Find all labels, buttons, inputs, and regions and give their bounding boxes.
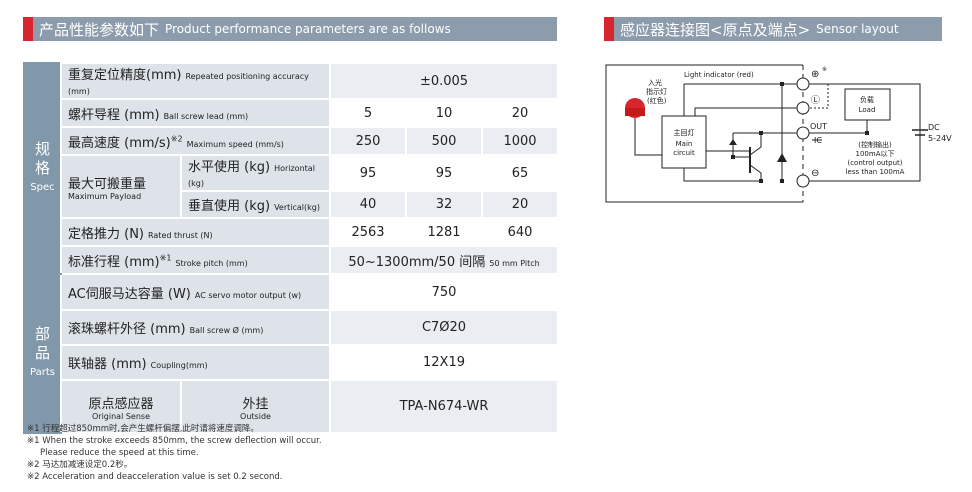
terminal-out bbox=[796, 126, 810, 140]
battery-icon bbox=[912, 129, 928, 136]
svg-text:circuit: circuit bbox=[673, 149, 695, 157]
footnote: ※2 马达加减速设定0.2秒。 bbox=[27, 460, 133, 470]
svg-text:less than 100mA: less than 100mA bbox=[846, 168, 905, 176]
accent-block bbox=[23, 17, 33, 41]
thrust-label: 定格推力 (N)Rated thrust (N) bbox=[59, 217, 332, 247]
svg-text:DC: DC bbox=[928, 123, 940, 132]
terminal-l bbox=[796, 101, 810, 115]
wire-l bbox=[694, 107, 803, 116]
speed-value: 1000 bbox=[481, 126, 560, 156]
speed-value: 250 bbox=[329, 126, 408, 156]
sensor-value: TPA-N674-WR bbox=[329, 379, 560, 434]
svg-text:指示灯: 指示灯 bbox=[646, 87, 667, 96]
screw-value: C7Ø20 bbox=[329, 309, 560, 346]
footnote: ※1 When the stroke exceeds 850mm, the sc… bbox=[27, 436, 322, 446]
table-row: 垂直使用 (kg)Vertical(kg) 40 32 20 bbox=[24, 190, 560, 219]
svg-text:5-24V: 5-24V bbox=[928, 134, 952, 143]
speed-value: 500 bbox=[405, 126, 484, 156]
header-title-cn: 感应器连接图<原点及端点> bbox=[620, 20, 811, 39]
vertical-value: 40 bbox=[329, 190, 408, 219]
horizontal-value: 95 bbox=[329, 154, 408, 192]
right-section-header: 感应器连接图<原点及端点> Sensor layout bbox=[604, 17, 942, 41]
terminal-minus bbox=[796, 174, 810, 188]
sensor-housing-outline bbox=[605, 64, 803, 203]
horizontal-label: 水平使用 (kg)Horizontal (kg) bbox=[179, 154, 332, 192]
wire-zener bbox=[732, 132, 761, 158]
load-box bbox=[844, 88, 891, 121]
svg-text:Load: Load bbox=[859, 106, 876, 114]
lead-value: 10 bbox=[405, 98, 484, 128]
screw-label: 滚珠螺杆外径 (mm)Ball screw Ø (mm) bbox=[59, 309, 332, 346]
svg-text:(控制输出): (控制输出) bbox=[858, 140, 892, 149]
accent-block bbox=[604, 17, 614, 41]
header-title-en: Sensor layout bbox=[816, 22, 899, 36]
accuracy-label: 重复定位精度(mm)Repeated positioning accuracy … bbox=[59, 62, 332, 100]
header-title-cn: 产品性能参数如下 bbox=[39, 20, 160, 39]
footnotes: ※1 行程超过850mm时,会产生螺杆偏摆,此时请将速度调降。 ※1 When … bbox=[27, 423, 322, 483]
svg-text:主回灯: 主回灯 bbox=[674, 128, 695, 137]
lead-value: 20 bbox=[481, 98, 560, 128]
footnote: Please reduce the speed at this time. bbox=[40, 448, 199, 458]
svg-text:※: ※ bbox=[822, 66, 827, 73]
svg-text:Ⓛ: Ⓛ bbox=[811, 95, 820, 106]
table-row: 联轴器 (mm)Coupling(mm) 12X19 bbox=[24, 344, 560, 381]
vertical-value: 32 bbox=[405, 190, 484, 219]
svg-text:入光: 入光 bbox=[648, 78, 662, 87]
vertical-value: 20 bbox=[481, 190, 560, 219]
lead-label: 螺杆导程 (mm)Ball screw lead (mm) bbox=[59, 98, 332, 128]
svg-text:(control output): (control output) bbox=[847, 159, 902, 167]
vertical-label: 垂直使用 (kg)Vertical(kg) bbox=[179, 190, 332, 219]
main-circuit-box bbox=[661, 115, 707, 169]
svg-text:(红色): (红色) bbox=[647, 96, 667, 105]
horizontal-value: 95 bbox=[405, 154, 484, 192]
lead-value: 5 bbox=[329, 98, 408, 128]
motor-label: AC伺服马达容量 (W)AC servo motor output (w) bbox=[59, 273, 332, 311]
motor-value: 750 bbox=[329, 273, 560, 311]
footnote: ※2 Acceleration and deacceleration value… bbox=[27, 472, 283, 482]
table-row: 滚珠螺杆外径 (mm)Ball screw Ø (mm) C7Ø20 bbox=[24, 309, 560, 346]
left-section-header: 产品性能参数如下 Product performance parameters … bbox=[23, 17, 557, 41]
svg-text:100mA以下: 100mA以下 bbox=[856, 150, 895, 158]
thrust-value: 1281 bbox=[405, 217, 484, 247]
coupling-label: 联轴器 (mm)Coupling(mm) bbox=[59, 344, 332, 381]
accuracy-value: ±0.005 bbox=[329, 62, 560, 100]
footnote: ※1 行程超过850mm时,会产生螺杆偏摆,此时请将速度调降。 bbox=[27, 424, 259, 434]
table-row: 标准行程 (mm)※1Stroke pitch (mm) 50~1300mm/5… bbox=[24, 245, 560, 275]
table-row: 螺杆导程 (mm)Ball screw lead (mm) 5 10 20 bbox=[24, 98, 560, 128]
thrust-value: 640 bbox=[481, 217, 560, 247]
wire-led bbox=[634, 117, 662, 156]
svg-text:OUT: OUT bbox=[810, 122, 827, 131]
horizontal-value: 65 bbox=[481, 154, 560, 192]
svg-text:⊖: ⊖ bbox=[811, 168, 819, 179]
sensor-wiring-diagram: Light indicator (red) 入光 指示灯 (红色) 主回灯 Ma… bbox=[605, 64, 952, 203]
header-title-en: Product performance parameters are as fo… bbox=[165, 22, 451, 36]
speed-label: 最高速度 (mm/s)※2Maximum speed (mm/s) bbox=[59, 126, 332, 156]
junction-dots bbox=[729, 82, 869, 183]
stroke-value: 50~1300mm/50 间隔 50 mm Pitch bbox=[329, 245, 560, 275]
svg-text:负载: 负载 bbox=[860, 95, 874, 104]
table-row: 最高速度 (mm/s)※2Maximum speed (mm/s) 250 50… bbox=[24, 126, 560, 156]
coupling-value: 12X19 bbox=[329, 344, 560, 381]
thrust-value: 2563 bbox=[329, 217, 408, 247]
svg-text:⊕: ⊕ bbox=[811, 69, 819, 80]
stroke-label: 标准行程 (mm)※1Stroke pitch (mm) bbox=[59, 245, 332, 275]
table-row: 定格推力 (N)Rated thrust (N) 2563 1281 640 bbox=[24, 217, 560, 247]
wire-l-dotted bbox=[803, 84, 829, 109]
svg-text:Main: Main bbox=[676, 140, 693, 148]
terminal-plus bbox=[796, 77, 810, 91]
led-base bbox=[625, 108, 645, 116]
light-indicator-label: Light indicator (red) bbox=[684, 71, 754, 79]
